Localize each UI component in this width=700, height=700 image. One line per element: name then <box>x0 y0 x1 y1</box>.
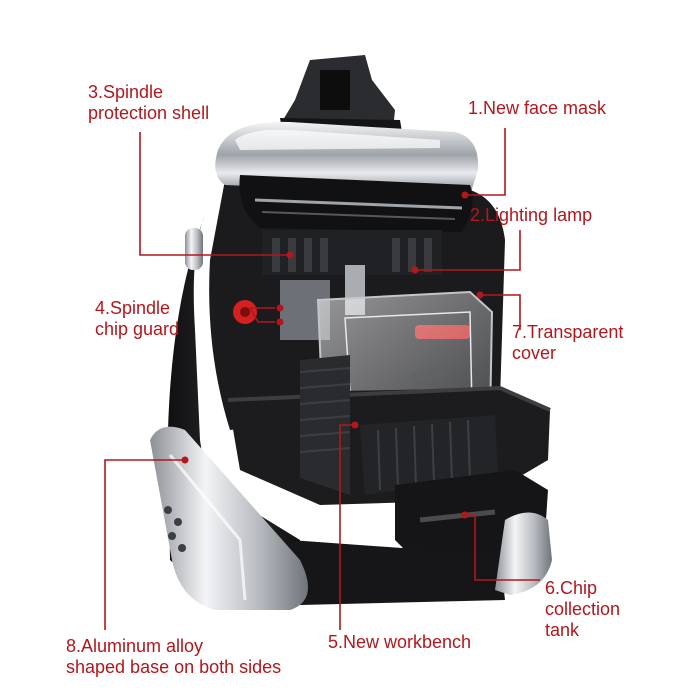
label-spindle-shell: 3.Spindle protection shell <box>88 82 210 123</box>
front-ribbed-block <box>360 415 498 495</box>
side-knob <box>185 228 203 270</box>
workbench-ribs <box>300 355 350 495</box>
label-chip-tank: 6.Chip collection tank <box>545 578 621 640</box>
label-chip-guard: 4.Spindle chip guard <box>95 298 180 339</box>
label-workbench: 5.New workbench <box>328 632 472 652</box>
top-clamp-slot <box>320 70 350 110</box>
shell-highlight <box>235 129 440 150</box>
face-mask-trim <box>254 198 463 210</box>
label-transparent-cover: 7.Transparent cover <box>512 322 624 363</box>
face-mask-trim-2 <box>261 211 456 220</box>
left-aluminum-base <box>150 426 308 610</box>
label-lighting-lamp: 2.Lighting lamp <box>470 205 593 225</box>
callout-leaders <box>104 128 540 630</box>
right-aluminum-base <box>495 512 552 595</box>
label-aluminum-base: 8.Aluminum alloy shaped base on both sid… <box>66 636 282 677</box>
tank-handle <box>419 509 496 523</box>
base-bolts <box>164 506 186 552</box>
left-base-highlight <box>168 454 247 601</box>
base-dark <box>290 540 505 605</box>
callout-dots <box>181 191 484 519</box>
label-face-mask: 1.New face mask <box>468 98 607 118</box>
